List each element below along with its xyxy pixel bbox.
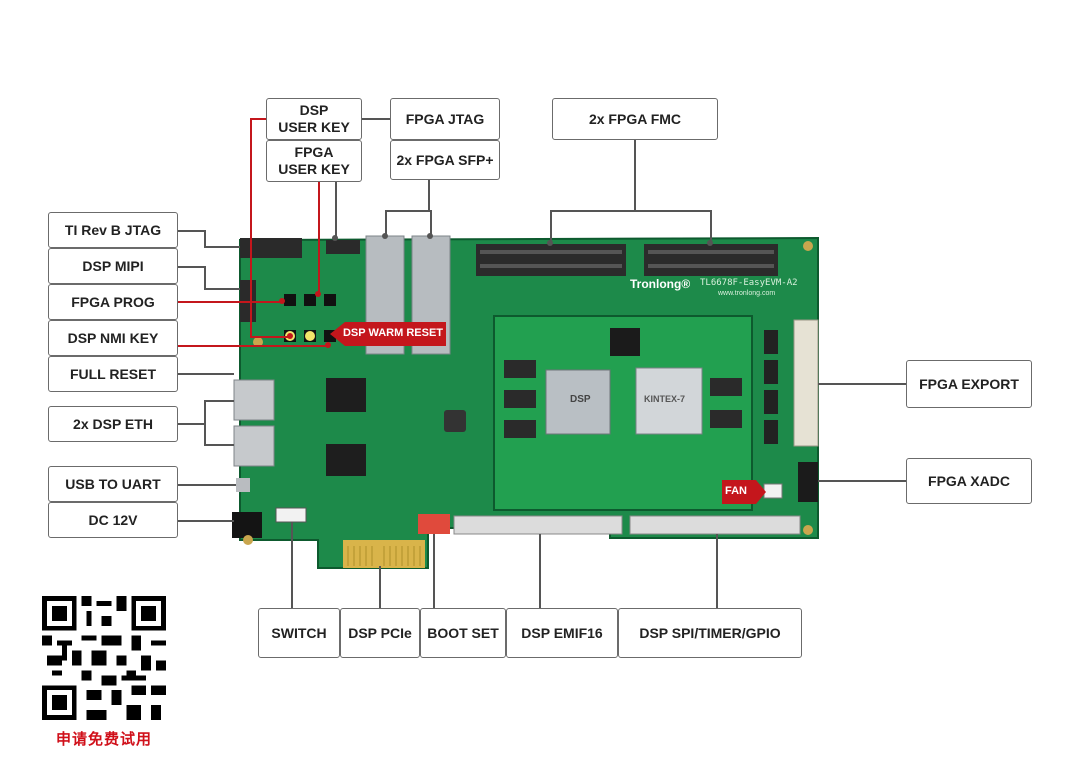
dsp-chip-label: DSP — [570, 394, 591, 405]
fpga-chip-label: KINTEX-7 — [644, 394, 686, 404]
label-full-reset: FULL RESET — [48, 356, 178, 392]
ram-chip — [504, 390, 536, 408]
power-switch — [275, 507, 307, 523]
emif16-header — [453, 515, 623, 535]
label-usb-uart: USB TO UART — [48, 466, 178, 502]
board-url: www.tronlong.com — [718, 290, 776, 297]
inductor — [444, 410, 466, 432]
jtag-header — [240, 238, 302, 258]
qr-code-icon[interactable] — [42, 596, 166, 720]
fmc-connector — [476, 244, 626, 276]
qr-caption[interactable]: 申请免费试用 — [55, 731, 152, 748]
fan-header — [763, 483, 783, 499]
dsp-warm-reset-label: DSP WARM RESET — [342, 327, 444, 339]
fan-label: FAN — [725, 485, 747, 497]
label-fpga-xadc: FPGA XADC — [906, 458, 1032, 504]
label-boot-set: BOOT SET — [420, 608, 506, 658]
fpga-jtag-header — [326, 240, 360, 254]
label-dsp-eth: 2x DSP ETH — [48, 406, 178, 442]
ram-chip — [504, 360, 536, 378]
dc-jack — [232, 512, 262, 538]
spi-header — [629, 515, 801, 535]
eth-jack — [233, 425, 275, 467]
label-dsp-mipi: DSP MIPI — [48, 248, 178, 284]
ic — [326, 444, 366, 476]
xadc-header — [798, 462, 818, 502]
boot-dip-switch — [418, 514, 450, 534]
label-dsp-spi-timer-gpio: DSP SPI/TIMER/GPIO — [618, 608, 802, 658]
fpga-export-connector — [793, 319, 819, 447]
fpga-chip — [635, 367, 703, 435]
eth-jack — [233, 379, 275, 421]
ram-chip — [710, 410, 742, 428]
label-dsp-nmi-key: DSP NMI KEY — [48, 320, 178, 356]
label-fpga-fmc: 2x FPGA FMC — [552, 98, 718, 140]
label-dsp-user-key: DSP USER KEY — [266, 98, 362, 140]
board-model: TL6678F-EasyEVM-A2 — [700, 278, 798, 288]
ram-chip — [504, 420, 536, 438]
fan-arrow — [722, 480, 766, 504]
label-fpga-export: FPGA EXPORT — [906, 360, 1032, 408]
ic — [326, 378, 366, 412]
label-ti-jtag: TI Rev B JTAG — [48, 212, 178, 248]
usb-port — [236, 478, 250, 492]
fmc-connector — [644, 244, 778, 276]
ram-chip — [710, 378, 742, 396]
board-brand: Tronlong® — [630, 277, 691, 291]
label-fpga-jtag: FPGA JTAG — [390, 98, 500, 140]
dsp-chip — [545, 369, 611, 435]
label-dsp-pcie: DSP PCIe — [340, 608, 420, 658]
ic — [610, 328, 640, 356]
label-fpga-user-key: FPGA USER KEY — [266, 140, 362, 182]
label-dsp-emif16: DSP EMIF16 — [506, 608, 618, 658]
dsp-warm-reset-arrow — [330, 322, 446, 346]
label-dc-12v: DC 12V — [48, 502, 178, 538]
label-fpga-sfp: 2x FPGA SFP+ — [390, 140, 500, 180]
label-fpga-prog: FPGA PROG — [48, 284, 178, 320]
label-switch: SWITCH — [258, 608, 340, 658]
